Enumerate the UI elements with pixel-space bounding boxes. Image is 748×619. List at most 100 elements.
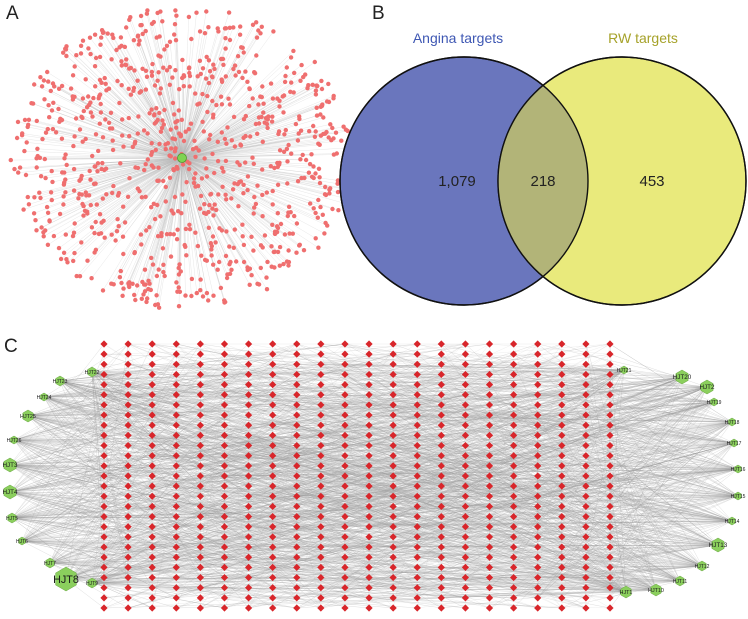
network-edge bbox=[465, 376, 683, 477]
target-node bbox=[164, 232, 170, 237]
target-node bbox=[606, 604, 614, 612]
target-node bbox=[156, 267, 161, 272]
network-edge bbox=[91, 475, 297, 584]
network-edge bbox=[65, 567, 201, 580]
venn-left-only-count: 1,079 bbox=[438, 173, 476, 190]
herb-label-hjt26: HJT26 bbox=[7, 438, 22, 444]
target-node bbox=[295, 179, 301, 184]
target-node bbox=[210, 75, 215, 80]
network-edge bbox=[9, 384, 129, 493]
network-edge bbox=[91, 343, 346, 373]
target-node bbox=[262, 233, 268, 238]
target-node bbox=[100, 340, 108, 348]
target-node bbox=[207, 137, 212, 142]
target-node bbox=[61, 194, 66, 199]
herb-label-hjt16: HJT16 bbox=[731, 467, 746, 473]
network-edge bbox=[537, 445, 719, 546]
target-node bbox=[111, 183, 116, 189]
target-node bbox=[250, 22, 256, 27]
network-edge bbox=[65, 516, 105, 580]
network-edge bbox=[157, 157, 183, 181]
target-node bbox=[160, 118, 165, 123]
target-node bbox=[177, 262, 182, 267]
target-node bbox=[236, 69, 242, 75]
network-edge bbox=[344, 374, 657, 591]
target-node bbox=[558, 604, 566, 612]
network-edge bbox=[91, 582, 418, 609]
target-node bbox=[211, 62, 216, 67]
network-edge bbox=[181, 157, 345, 204]
network-edge bbox=[181, 157, 314, 179]
target-node bbox=[249, 234, 254, 239]
network-edge bbox=[176, 475, 739, 497]
target-node bbox=[582, 340, 590, 348]
target-node bbox=[245, 79, 250, 85]
target-node bbox=[48, 88, 53, 94]
network-edge bbox=[320, 414, 733, 423]
target-node bbox=[237, 32, 243, 37]
target-node bbox=[252, 194, 257, 200]
network-edge bbox=[145, 70, 183, 159]
target-node bbox=[70, 73, 76, 78]
herb-label-hjt9: HJT9 bbox=[86, 581, 98, 587]
network-edge bbox=[181, 157, 319, 201]
target-node bbox=[98, 110, 104, 115]
target-node bbox=[118, 268, 124, 274]
network-edge bbox=[181, 89, 250, 159]
target-node bbox=[46, 79, 51, 84]
target-node bbox=[231, 66, 236, 72]
target-node bbox=[26, 122, 31, 128]
target-node bbox=[229, 138, 234, 143]
network-edge bbox=[320, 364, 715, 403]
target-node bbox=[582, 360, 590, 368]
network-edge bbox=[21, 364, 129, 542]
network-edge bbox=[82, 40, 183, 159]
target-node bbox=[45, 242, 51, 247]
network-edge bbox=[94, 157, 183, 167]
target-node bbox=[161, 269, 166, 275]
target-node bbox=[145, 157, 150, 162]
network-edge bbox=[417, 394, 719, 546]
target-node bbox=[79, 173, 84, 179]
target-node bbox=[187, 84, 192, 89]
network-edge bbox=[65, 475, 321, 580]
network-edge bbox=[176, 486, 719, 546]
network-edge bbox=[181, 157, 299, 182]
network-edge bbox=[561, 364, 739, 497]
target-node bbox=[139, 296, 144, 301]
network-edge bbox=[160, 131, 183, 159]
target-node bbox=[269, 119, 275, 124]
network-edge bbox=[11, 486, 225, 519]
target-node bbox=[510, 340, 518, 348]
target-node bbox=[157, 110, 162, 116]
network-edge bbox=[181, 117, 324, 159]
network-edge bbox=[609, 475, 733, 522]
target-node bbox=[335, 181, 340, 186]
network-edge bbox=[21, 384, 249, 542]
target-node bbox=[168, 154, 173, 159]
target-node bbox=[218, 285, 224, 291]
target-node bbox=[282, 132, 287, 137]
network-edge bbox=[181, 157, 225, 301]
target-node bbox=[21, 207, 26, 212]
target-node bbox=[163, 146, 168, 152]
target-node bbox=[139, 22, 144, 28]
target-node bbox=[269, 264, 274, 269]
target-node bbox=[184, 180, 189, 185]
network-edge bbox=[441, 465, 719, 546]
target-node bbox=[229, 267, 234, 272]
target-node bbox=[186, 127, 191, 132]
target-node bbox=[49, 197, 54, 203]
network-edge bbox=[224, 435, 719, 546]
network-edge bbox=[181, 123, 296, 159]
target-node bbox=[309, 152, 314, 157]
target-node bbox=[41, 234, 46, 239]
herb-label-hjt23: HJT23 bbox=[53, 379, 68, 385]
network-edge bbox=[65, 364, 177, 580]
target-node bbox=[120, 234, 126, 239]
herb-label-hjt11: HJT11 bbox=[673, 579, 688, 585]
network-edge bbox=[609, 354, 708, 388]
network-edge bbox=[181, 84, 313, 159]
network-edge bbox=[181, 90, 316, 159]
target-node bbox=[413, 604, 421, 612]
